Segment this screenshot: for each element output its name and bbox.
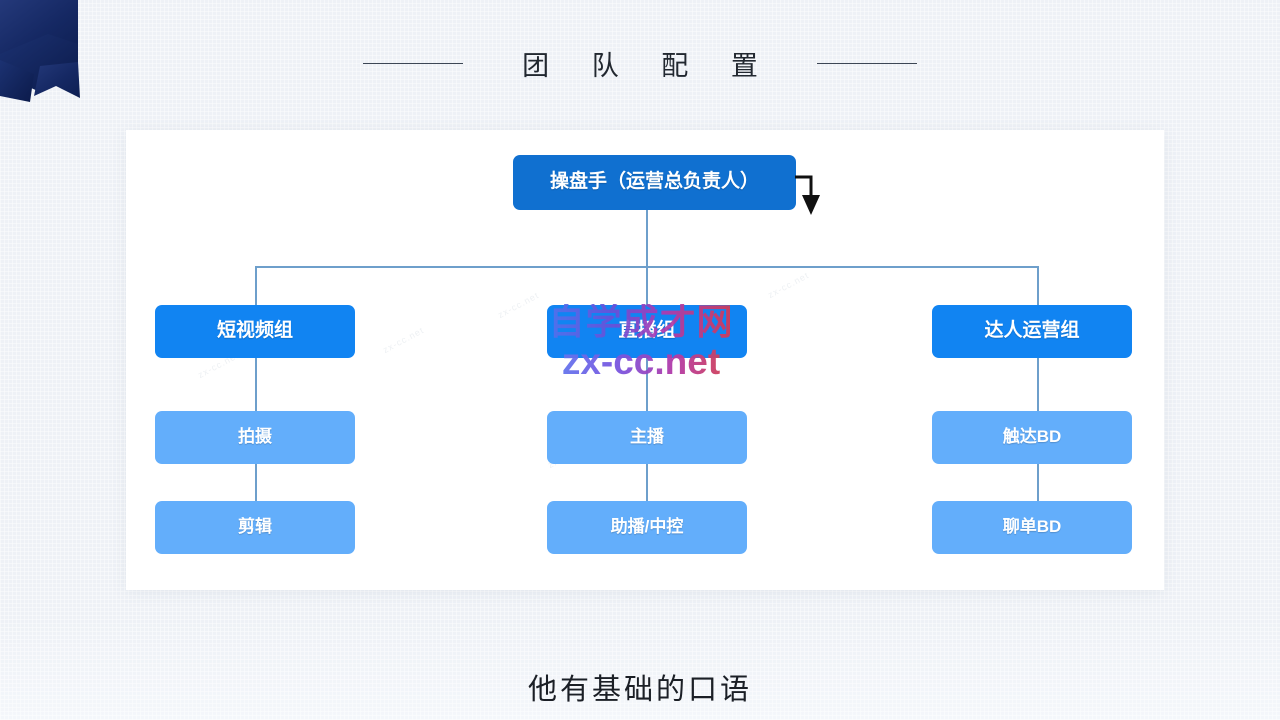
connector-col2-group-to-leaf0 (1037, 358, 1039, 411)
connector-drop-col0 (255, 266, 257, 305)
watermark-tile: zx-cc.net (496, 290, 541, 320)
node-group-live-stream[interactable]: 直播组 (547, 305, 747, 358)
page-title: 团 队 配 置 (522, 51, 775, 82)
node-leaf-assistant-host[interactable]: 助播/中控 (547, 501, 747, 554)
node-leaf-host[interactable]: 主播 (547, 411, 747, 464)
node-leaf-filming[interactable]: 拍摄 (155, 411, 355, 464)
node-leaf-chat-bd[interactable]: 聊单BD (932, 501, 1132, 554)
slide-header: 团 队 配 置 (0, 44, 1280, 83)
node-root[interactable]: 操盘手（运营总负责人） (513, 155, 796, 210)
watermark-tile: zx-cc.net (766, 270, 811, 300)
node-leaf-editing[interactable]: 剪辑 (155, 501, 355, 554)
connector-col2-leaf0-to-leaf1 (1037, 464, 1039, 501)
header-rule-left (363, 63, 464, 64)
slide-caption: 他有基础的口语 (527, 672, 752, 706)
connector-root-stem (646, 210, 648, 266)
connector-col1-group-to-leaf0 (646, 358, 648, 411)
down-arrow-icon (795, 175, 820, 215)
connector-drop-col2 (1037, 266, 1039, 305)
header-rule-right (816, 63, 917, 64)
node-leaf-outreach-bd[interactable]: 触达BD (932, 411, 1132, 464)
node-group-short-video[interactable]: 短视频组 (155, 305, 355, 358)
connector-col0-group-to-leaf0 (255, 358, 257, 411)
connector-col0-leaf0-to-leaf1 (255, 464, 257, 501)
connector-drop-col1 (646, 266, 648, 305)
org-chart: zx-cc.net zx-cc.net zx-cc.net zx-cc.net … (126, 130, 1164, 590)
node-group-influencer-ops[interactable]: 达人运营组 (932, 305, 1132, 358)
connector-col1-leaf0-to-leaf1 (646, 464, 648, 501)
watermark-tile: zx-cc.net (381, 325, 426, 355)
